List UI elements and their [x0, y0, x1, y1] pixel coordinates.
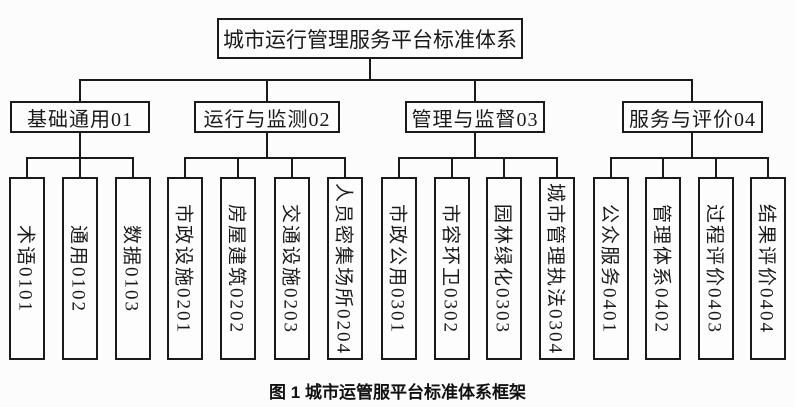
connector-g4-drop-1: [610, 157, 612, 179]
connector-root-drop-2: [266, 79, 268, 103]
child-box-0302: 市容环卫0302: [434, 177, 470, 360]
connector-g3-drop-3: [503, 157, 505, 179]
child-box-0403: 过程评价0403: [698, 177, 734, 360]
connector-g4-hbar: [610, 157, 769, 159]
child-box-0402: 管理体系0402: [645, 177, 681, 360]
connector-g3-hbar: [398, 157, 558, 159]
child-box-0404: 结果评价0404: [750, 177, 786, 360]
connector-g2-drop-2: [237, 157, 239, 179]
child-box-0302-label: 市容环卫0302: [439, 203, 461, 334]
child-box-0402-label: 管理体系0402: [650, 203, 672, 334]
connector-root-hbar: [79, 79, 693, 81]
connector-g4-drop-2: [662, 157, 664, 179]
child-box-0304: 城市管理执法0304: [539, 177, 575, 360]
child-box-0103: 数据0103: [115, 177, 151, 360]
connector-root-stem: [369, 59, 371, 79]
connector-g2-hbar: [184, 157, 346, 159]
child-box-0202: 房屋建筑0202: [220, 177, 256, 360]
child-box-0204-label: 人员密集场所0204: [332, 182, 354, 355]
connector-g2-stem: [266, 132, 268, 157]
child-box-0401: 公众服务0401: [593, 177, 629, 360]
root-box: 城市运行管理服务平台标准体系: [217, 18, 523, 59]
group-box-04: 服务与评价04: [622, 101, 763, 133]
connector-g1-drop-3: [132, 157, 134, 179]
child-box-0203-label: 交通设施0203: [279, 203, 301, 334]
connector-g2-drop-4: [344, 157, 346, 179]
child-box-0303: 园林绿化0303: [486, 177, 522, 360]
child-box-0203: 交通设施0203: [274, 177, 310, 360]
child-box-0204: 人员密集场所0204: [327, 177, 363, 360]
figure-caption: 图 1 城市运管服平台标准体系框架: [269, 383, 526, 402]
child-box-0102-label: 通用0102: [67, 224, 89, 313]
connector-g3-stem: [474, 132, 476, 157]
connector-g1-drop-2: [79, 157, 81, 179]
connector-g2-drop-3: [291, 157, 293, 179]
group-box-02: 运行与监测02: [194, 101, 340, 133]
child-box-0401-label: 公众服务0401: [598, 203, 620, 334]
child-box-0303-label: 园林绿化0303: [491, 203, 513, 334]
connector-root-drop-3: [474, 79, 476, 103]
connector-g1-drop-1: [26, 157, 28, 179]
child-box-0103-label: 数据0103: [120, 224, 142, 313]
child-box-0201-label: 市政设施0201: [172, 203, 194, 334]
group-box-03: 管理与监督03: [405, 101, 545, 133]
connector-g4-drop-4: [767, 157, 769, 179]
group-box-01: 基础通用01: [10, 101, 150, 133]
child-box-0201: 市政设施0201: [167, 177, 203, 360]
connector-g3-drop-2: [451, 157, 453, 179]
child-box-0301: 市政公用0301: [381, 177, 417, 360]
connector-g4-stem: [691, 132, 693, 157]
child-box-0301-label: 市政公用0301: [386, 203, 408, 334]
connector-g3-drop-1: [398, 157, 400, 179]
child-box-0404-label: 结果评价0404: [755, 203, 777, 334]
child-box-0101-label: 术语0101: [14, 224, 36, 313]
child-box-0102: 通用0102: [62, 177, 98, 360]
connector-g1-stem: [79, 132, 81, 157]
connector-root-drop-4: [691, 79, 693, 103]
connector-g4-drop-3: [715, 157, 717, 179]
child-box-0202-label: 房屋建筑0202: [225, 203, 247, 334]
child-box-0101: 术语0101: [9, 177, 45, 360]
connector-g3-drop-4: [556, 157, 558, 179]
child-box-0304-label: 城市管理执法0304: [544, 182, 566, 355]
connector-g2-drop-1: [184, 157, 186, 179]
child-box-0403-label: 过程评价0403: [703, 203, 725, 334]
connector-root-drop-1: [79, 79, 81, 103]
